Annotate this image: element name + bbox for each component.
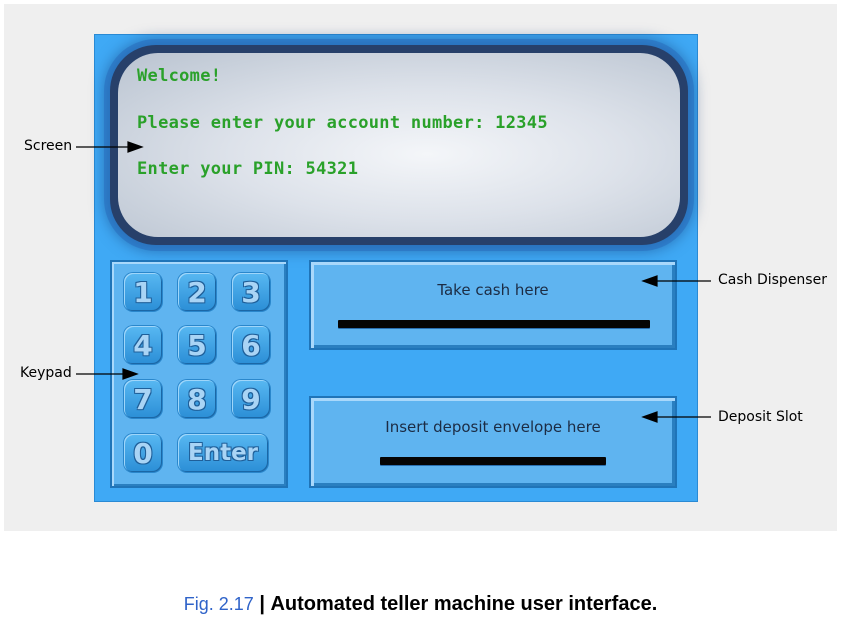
enter-key[interactable]: Enter [178,434,268,472]
deposit-slot-opening[interactable] [380,457,606,465]
caption-separator: | [259,593,265,615]
atm-screen [118,53,680,237]
cash-dispenser-label: Take cash here [437,281,549,299]
key-7[interactable]: 7 [124,380,162,418]
caption-text: Automated teller machine user interface. [270,593,658,615]
key-3[interactable]: 3 [232,273,270,311]
key-0[interactable]: 0 [124,434,162,472]
key-9[interactable]: 9 [232,380,270,418]
key-1[interactable]: 1 [124,273,162,311]
screen-line-welcome: Welcome! [137,66,222,86]
figure-caption: Fig. 2.17 | Automated teller machine use… [0,593,841,616]
annotation-screen: Screen [24,138,73,154]
deposit-slot-label: Insert deposit envelope here [385,418,601,436]
figure-number: Fig. 2.17 [183,594,254,614]
cash-dispenser: Take cash here [309,260,677,350]
key-4[interactable]: 4 [124,326,162,364]
key-6[interactable]: 6 [232,326,270,364]
screen-line-account: Please enter your account number: 12345 [137,113,548,133]
annotation-cash-dispenser: Cash Dispenser [718,272,827,288]
cash-dispenser-slot[interactable] [338,320,650,328]
annotation-keypad: Keypad [20,365,72,381]
key-8[interactable]: 8 [178,380,216,418]
screen-line-pin: Enter your PIN: 54321 [137,159,359,179]
deposit-slot: Insert deposit envelope here [309,396,677,488]
annotation-deposit-slot: Deposit Slot [718,409,803,425]
key-2[interactable]: 2 [178,273,216,311]
key-5[interactable]: 5 [178,326,216,364]
